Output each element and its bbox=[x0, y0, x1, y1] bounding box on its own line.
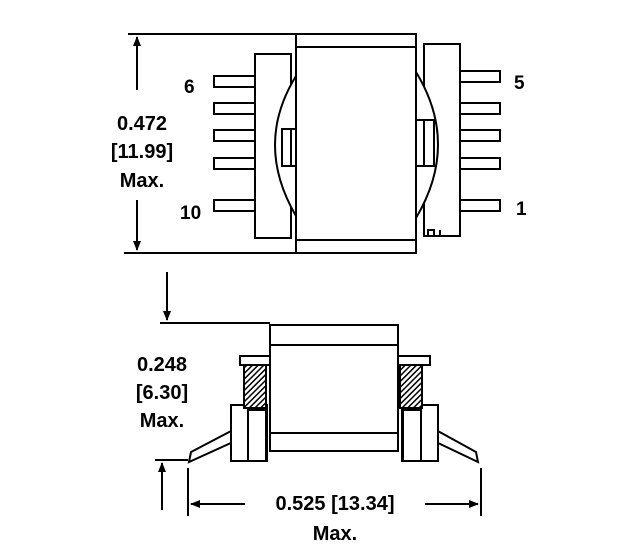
left-flange bbox=[239, 355, 273, 366]
pin-label-1: 1 bbox=[516, 199, 527, 220]
pin-label-5: 5 bbox=[514, 73, 525, 94]
bobbin-notch bbox=[427, 229, 441, 237]
height-dim-mm: [11.99] bbox=[111, 141, 173, 163]
side-height-note: Max. bbox=[140, 410, 184, 432]
right-winding bbox=[415, 68, 439, 222]
right-lead bbox=[435, 428, 480, 464]
side-view bbox=[155, 272, 482, 516]
left-coil bbox=[243, 363, 267, 409]
right-bobbin-flange bbox=[423, 43, 461, 237]
left-lead bbox=[187, 428, 234, 464]
pin-label-10: 10 bbox=[180, 203, 201, 224]
height-dim-inches: 0.472 bbox=[117, 113, 167, 135]
width-dim-text: 0.525 [13.34] bbox=[276, 493, 395, 515]
height-dim-note: Max. bbox=[120, 170, 164, 192]
width-dim-note: Max. bbox=[313, 523, 357, 545]
side-height-mm: [6.30] bbox=[136, 382, 188, 404]
side-height-inches: 0.248 bbox=[137, 354, 187, 376]
right-flange bbox=[397, 355, 431, 366]
core bbox=[295, 33, 417, 254]
top-view bbox=[124, 33, 501, 254]
right-coil bbox=[399, 363, 423, 409]
left-winding bbox=[274, 72, 297, 220]
right-pins bbox=[457, 70, 501, 212]
left-pins bbox=[213, 75, 257, 212]
left-bobbin-flange bbox=[254, 53, 292, 239]
pin-label-6: 6 bbox=[184, 77, 195, 98]
